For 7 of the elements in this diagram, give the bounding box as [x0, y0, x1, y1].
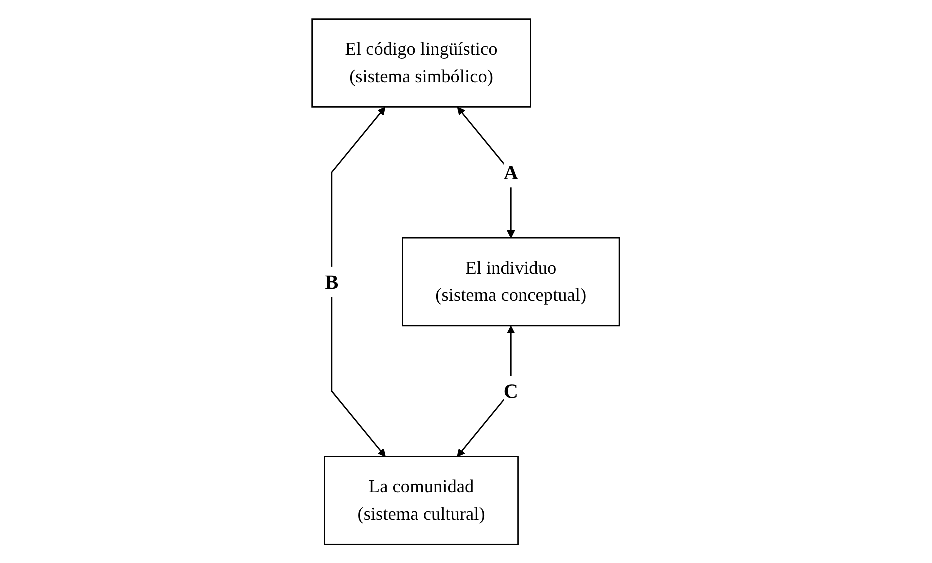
edge-label: A	[504, 160, 518, 184]
node-box: El individuo (sistema conceptual)	[402, 236, 620, 326]
edge-label: B	[325, 270, 339, 293]
node-box: El código lingüístico (sistema simbólico)	[312, 18, 532, 108]
node-box: La comunidad (sistema cultural)	[324, 456, 520, 545]
arrow	[331, 106, 386, 457]
edge-label: C	[504, 379, 518, 402]
